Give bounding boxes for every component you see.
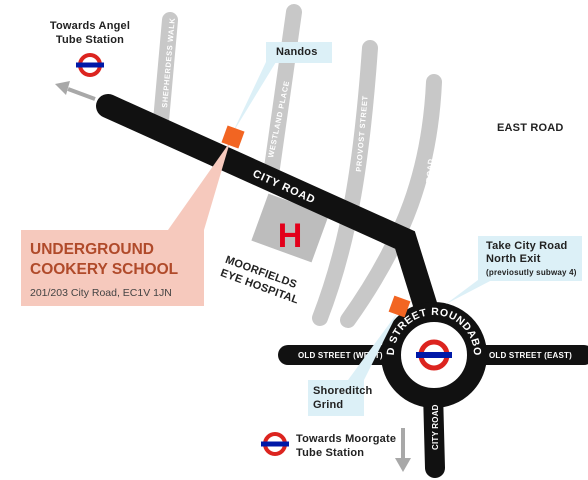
exit-line1: Take City Road xyxy=(486,240,568,252)
school-address: 201/203 City Road, EC1V 1JN xyxy=(30,287,172,299)
school-title: UNDERGROUND COOKERY SCHOOL xyxy=(30,240,178,280)
grind-marker-icon xyxy=(388,295,411,318)
school-callout: UNDERGROUND COOKERY SCHOOL 201/203 City … xyxy=(30,240,178,299)
grind-line2: Grind xyxy=(313,399,344,411)
provost-street-road xyxy=(312,40,378,326)
moorgate-line2: Tube Station xyxy=(296,447,365,459)
east-road-label: EAST ROAD xyxy=(422,158,435,208)
moorgate-tube-roundel-icon xyxy=(261,432,289,456)
grind-callout-box xyxy=(308,380,364,416)
school-title-line2: COOKERY SCHOOL xyxy=(30,261,179,278)
angel-label: Towards Angel Tube Station xyxy=(48,19,132,47)
exit-callout-pointer xyxy=(446,280,492,304)
old-street-west-label: OLD STREET (WEST) xyxy=(298,351,383,360)
exit-line2: North Exit xyxy=(486,253,541,265)
city-road-north-road xyxy=(96,94,445,342)
grind-line1: Shoreditch xyxy=(313,385,373,397)
side-streets xyxy=(152,4,442,328)
angel-line1: Towards Angel xyxy=(49,20,131,32)
nandos-marker-icon xyxy=(221,125,245,149)
nandos-callout-box xyxy=(266,42,332,63)
angel-line2: Tube Station xyxy=(55,34,125,46)
exit-label: Take City Road North Exit (previosutly s… xyxy=(486,240,577,279)
exit-callout-box xyxy=(478,236,582,281)
hospital-icon: H xyxy=(278,217,303,255)
east-road-road xyxy=(340,74,442,328)
exit-note: (previosutly subway 4) xyxy=(486,268,577,277)
old-street-east-label: OLD STREET (EAST) xyxy=(489,351,572,360)
nandos-label: Nandos xyxy=(276,46,318,58)
grind-callout-pointer xyxy=(348,312,398,380)
angel-tube-roundel-icon xyxy=(76,53,104,77)
moorgate-line1: Towards Moorgate xyxy=(296,433,397,445)
school-callout-box xyxy=(21,230,204,306)
moorgate-label: Towards Moorgate Tube Station xyxy=(296,432,396,460)
westland-place-road xyxy=(264,4,302,176)
city-road-south-label: CITY ROAD xyxy=(431,404,440,450)
nandos-callout-pointer xyxy=(232,62,276,134)
grind-label: Shoreditch Grind xyxy=(313,384,372,412)
shepherdess-walk-road xyxy=(152,12,178,140)
direction-arrow-icon xyxy=(55,81,96,101)
east-road-area-label: EAST ROAD xyxy=(497,122,564,134)
school-title-line1: UNDERGROUND xyxy=(30,241,154,258)
school-callout-pointer xyxy=(168,142,230,230)
direction-arrow-south-icon xyxy=(395,428,411,472)
hospital-block xyxy=(251,193,329,263)
tube-roundel-icon xyxy=(416,339,452,371)
